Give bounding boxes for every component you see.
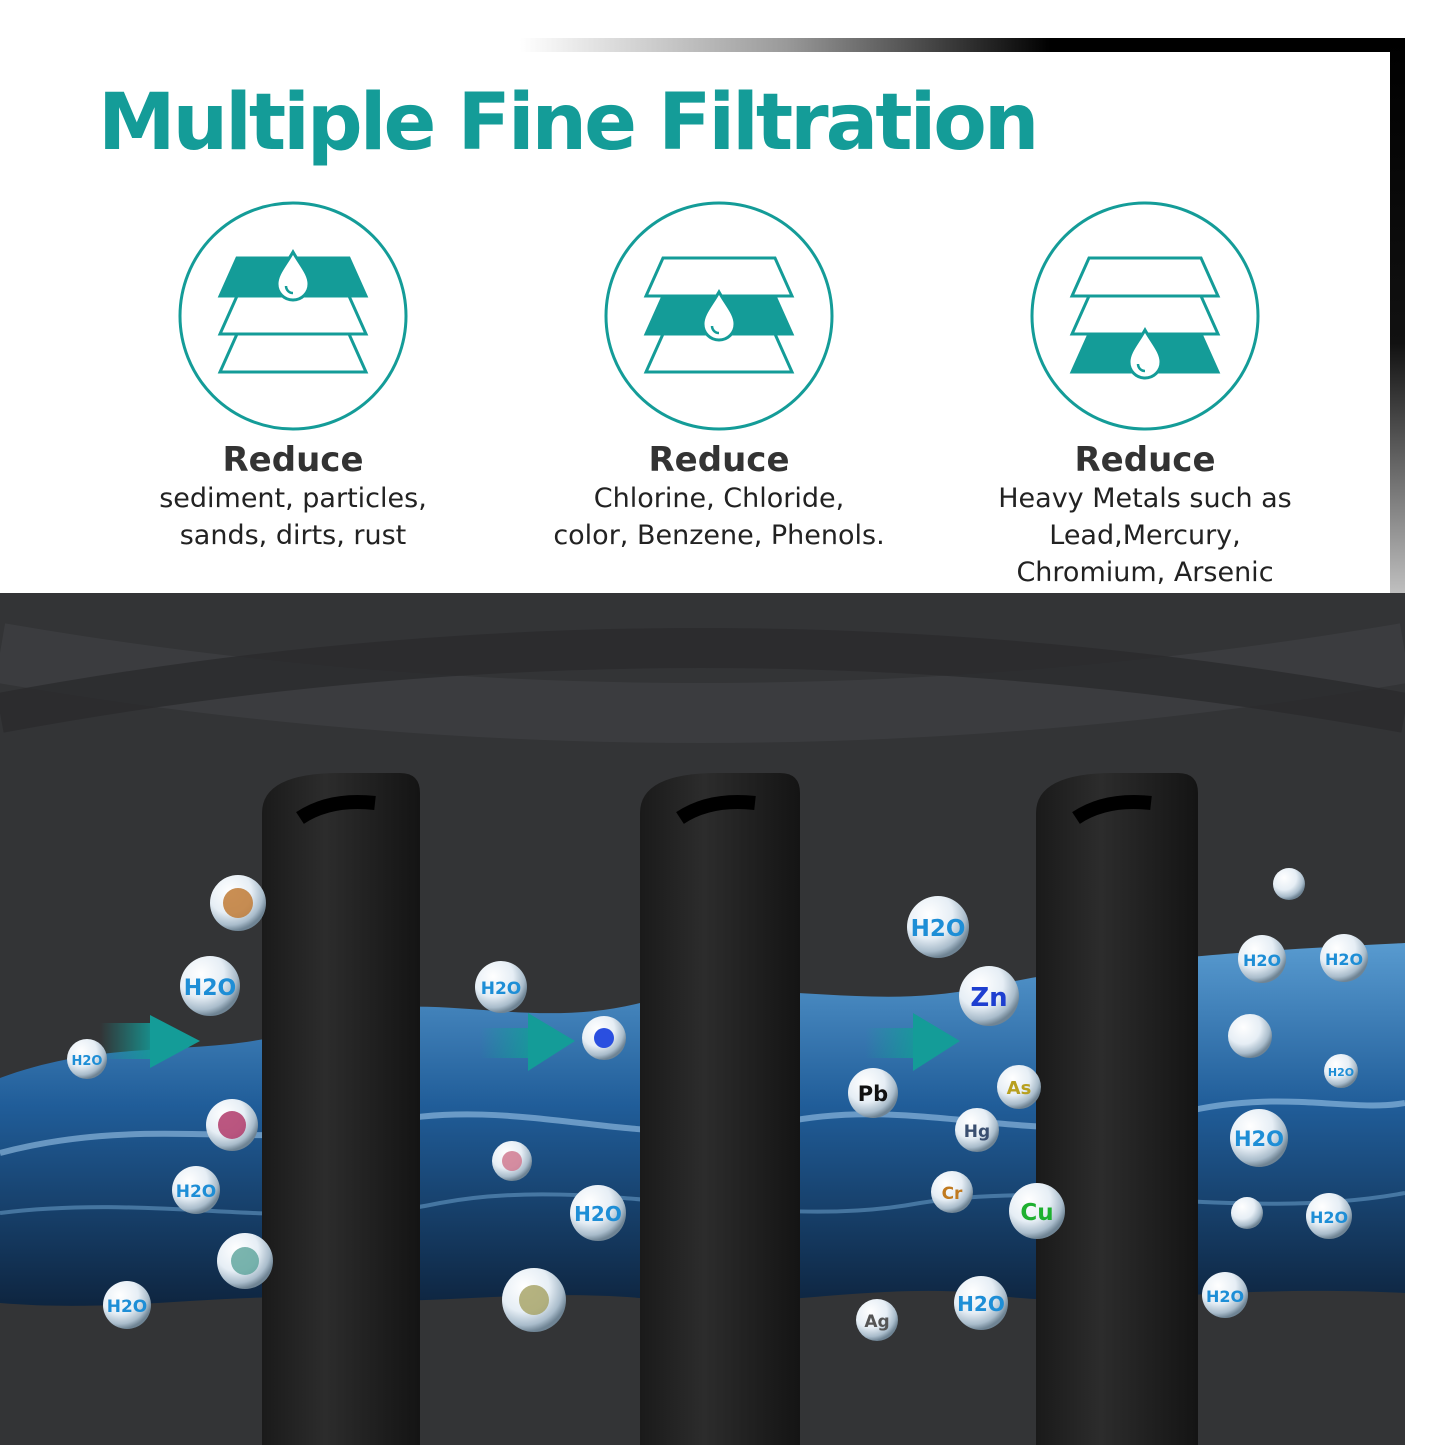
stage-desc-line: Heavy Metals such as — [998, 483, 1292, 514]
h2o-bubble: H2O — [1306, 1193, 1352, 1239]
svg-text:H2O: H2O — [481, 979, 522, 999]
filter-layers-middle-icon — [604, 201, 834, 431]
lead-bubble: Pb — [848, 1068, 898, 1118]
svg-text:Cu: Cu — [1020, 1200, 1053, 1226]
filter-wall — [1036, 773, 1198, 1445]
svg-text:H2O: H2O — [957, 1292, 1005, 1316]
clean-bubble-icon — [1228, 1014, 1272, 1058]
svg-text:H2O: H2O — [176, 1182, 217, 1202]
h2o-bubble: H2O — [907, 896, 969, 958]
stage-desc-line: sediment, particles, — [159, 483, 427, 514]
clean-bubble-icon — [1273, 868, 1305, 900]
copper-bubble: Cu — [1009, 1183, 1065, 1239]
stage-heading: Reduce — [222, 440, 364, 480]
svg-text:Hg: Hg — [964, 1122, 990, 1142]
filter-layers-bottom-icon — [1030, 201, 1260, 431]
h2o-bubble: H2O — [570, 1185, 626, 1241]
h2o-bubble: H2O — [1202, 1272, 1248, 1318]
chromium-bubble: Cr — [931, 1171, 973, 1213]
stage-chlorine: Reduce Chlorine, Chloride, color, Benzen… — [519, 200, 919, 554]
svg-text:Cr: Cr — [942, 1184, 963, 1204]
filtration-illustration: H2O H2O H2O H2O H2O H2O H2O H2O H2O H2O … — [0, 593, 1405, 1445]
stage-heavy-metals: Reduce Heavy Metals such as Lead,Mercury… — [945, 200, 1345, 591]
zinc-bubble: Zn — [959, 966, 1019, 1026]
svg-text:Ag: Ag — [864, 1312, 889, 1332]
arsenic-bubble: As — [997, 1065, 1041, 1109]
svg-text:H2O: H2O — [1328, 1066, 1354, 1079]
stage-heading: Reduce — [1074, 440, 1216, 480]
flow-arrow-icon — [480, 1013, 575, 1071]
h2o-bubble: H2O — [1320, 934, 1368, 982]
svg-text:H2O: H2O — [1206, 1287, 1244, 1306]
svg-text:H2O: H2O — [72, 1054, 103, 1069]
page-title: Multiple Fine Filtration — [98, 78, 1039, 168]
filter-wall — [640, 773, 800, 1445]
h2o-bubble: H2O — [180, 956, 240, 1016]
right-gradient-bar — [1390, 38, 1405, 593]
stage-heading: Reduce — [648, 440, 790, 480]
svg-text:H2O: H2O — [107, 1297, 148, 1317]
stage-desc-line: sands, dirts, rust — [179, 520, 407, 551]
svg-text:H2O: H2O — [1243, 951, 1281, 970]
flow-arrow-icon — [865, 1013, 960, 1071]
h2o-bubble: H2O — [1230, 1109, 1288, 1167]
svg-text:H2O: H2O — [1234, 1127, 1284, 1151]
h2o-bubble: H2O — [954, 1276, 1008, 1330]
svg-text:H2O: H2O — [911, 916, 966, 942]
h2o-bubble: H2O — [1324, 1054, 1358, 1088]
svg-text:H2O: H2O — [1310, 1208, 1348, 1227]
filter-layers-top-icon — [178, 201, 408, 431]
right-margin — [1405, 593, 1445, 1445]
stage-sediment: Reduce sediment, particles, sands, dirts… — [93, 200, 493, 554]
stage-desc-line: Chlorine, Chloride, — [593, 483, 845, 514]
svg-text:H2O: H2O — [184, 976, 236, 1001]
flow-arrow-icon — [100, 1015, 200, 1068]
svg-text:H2O: H2O — [1325, 950, 1363, 969]
h2o-bubble: H2O — [1238, 935, 1286, 983]
silver-bubble: Ag — [856, 1299, 898, 1341]
h2o-bubble: H2O — [475, 961, 527, 1013]
stage-desc-line: Lead,Mercury, — [1049, 520, 1241, 551]
stage-desc-line: Chromium, Arsenic — [1016, 557, 1274, 588]
svg-text:Pb: Pb — [858, 1082, 888, 1106]
svg-text:H2O: H2O — [574, 1202, 622, 1226]
top-gradient-bar — [520, 38, 1405, 52]
h2o-bubble: H2O — [172, 1166, 220, 1214]
filter-wall — [262, 773, 420, 1445]
clean-bubble-icon — [1231, 1197, 1263, 1229]
stage-desc-line: color, Benzene, Phenols. — [553, 520, 885, 551]
filtration-scene: H2O H2O H2O H2O H2O H2O H2O H2O H2O H2O … — [0, 623, 1405, 1445]
mercury-bubble: Hg — [955, 1108, 999, 1152]
header-section: Multiple Fine Filtration Reduce sediment… — [0, 0, 1445, 593]
h2o-bubble: H2O — [103, 1281, 151, 1329]
svg-text:As: As — [1007, 1078, 1032, 1099]
svg-text:Zn: Zn — [970, 983, 1007, 1013]
h2o-bubble: H2O — [67, 1039, 107, 1079]
